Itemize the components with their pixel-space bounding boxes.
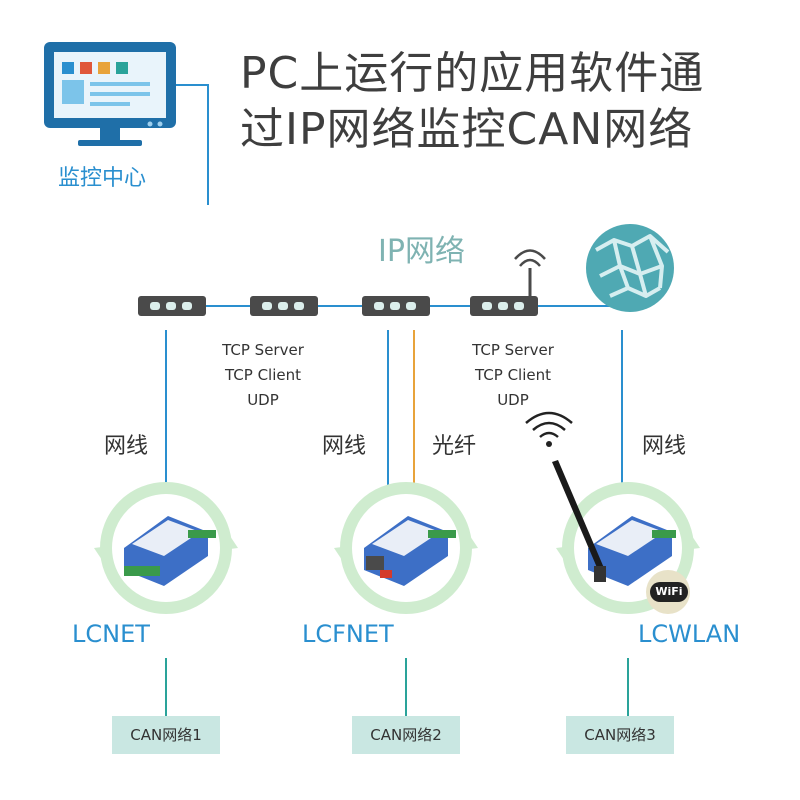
monitor-icon [44,42,176,146]
fiber-label: 光纤 [432,434,477,459]
globe-icon [586,224,674,312]
page-title-line-1: PC上运行的应用软件通 [240,48,705,99]
device-name-lcwlan: LCWLAN [638,620,741,648]
monitor-label: 监控中心 [58,166,147,191]
switch-icon [250,296,318,316]
switch-icon [362,296,430,316]
protocol-item: UDP [497,391,529,409]
page-title-line-2: 过IP网络监控CAN网络 [240,104,694,155]
protocol-item: TCP Server [222,341,304,359]
wifi-badge-text: WiFi [655,585,683,598]
ip-network-label: IP网络 [378,234,465,269]
lcnet-device-icon [124,516,216,586]
wifi-badge-icon [646,570,690,614]
left-cable-label: 网线 [104,434,149,459]
wireless-switch-icon [470,249,546,316]
protocol-list-right: TCP Server TCP Client UDP [453,338,573,413]
protocol-item: TCP Client [225,366,301,384]
middle-cable-label: 网线 [322,434,367,459]
device-ring-icon [556,482,700,614]
right-cable-label: 网线 [642,434,687,459]
can-network-2-box: CAN网络2 [352,716,460,754]
switch-icon [138,296,206,316]
antenna-icon [552,460,606,582]
protocol-item: UDP [247,391,279,409]
can-network-3-box: CAN网络3 [566,716,674,754]
device-name-lcnet: LCNET [72,620,150,648]
protocol-item: TCP Server [472,341,554,359]
lcfnet-device-icon [364,516,456,586]
protocol-item: TCP Client [475,366,551,384]
device-ring-icon [334,482,478,614]
protocol-list-left: TCP Server TCP Client UDP [203,338,323,413]
wifi-signal-icon [525,411,573,447]
device-name-lcfnet: LCFNET [302,620,394,648]
device-ring-icon [94,482,238,614]
lcwlan-device-icon [588,516,676,586]
can-network-1-box: CAN网络1 [112,716,220,754]
